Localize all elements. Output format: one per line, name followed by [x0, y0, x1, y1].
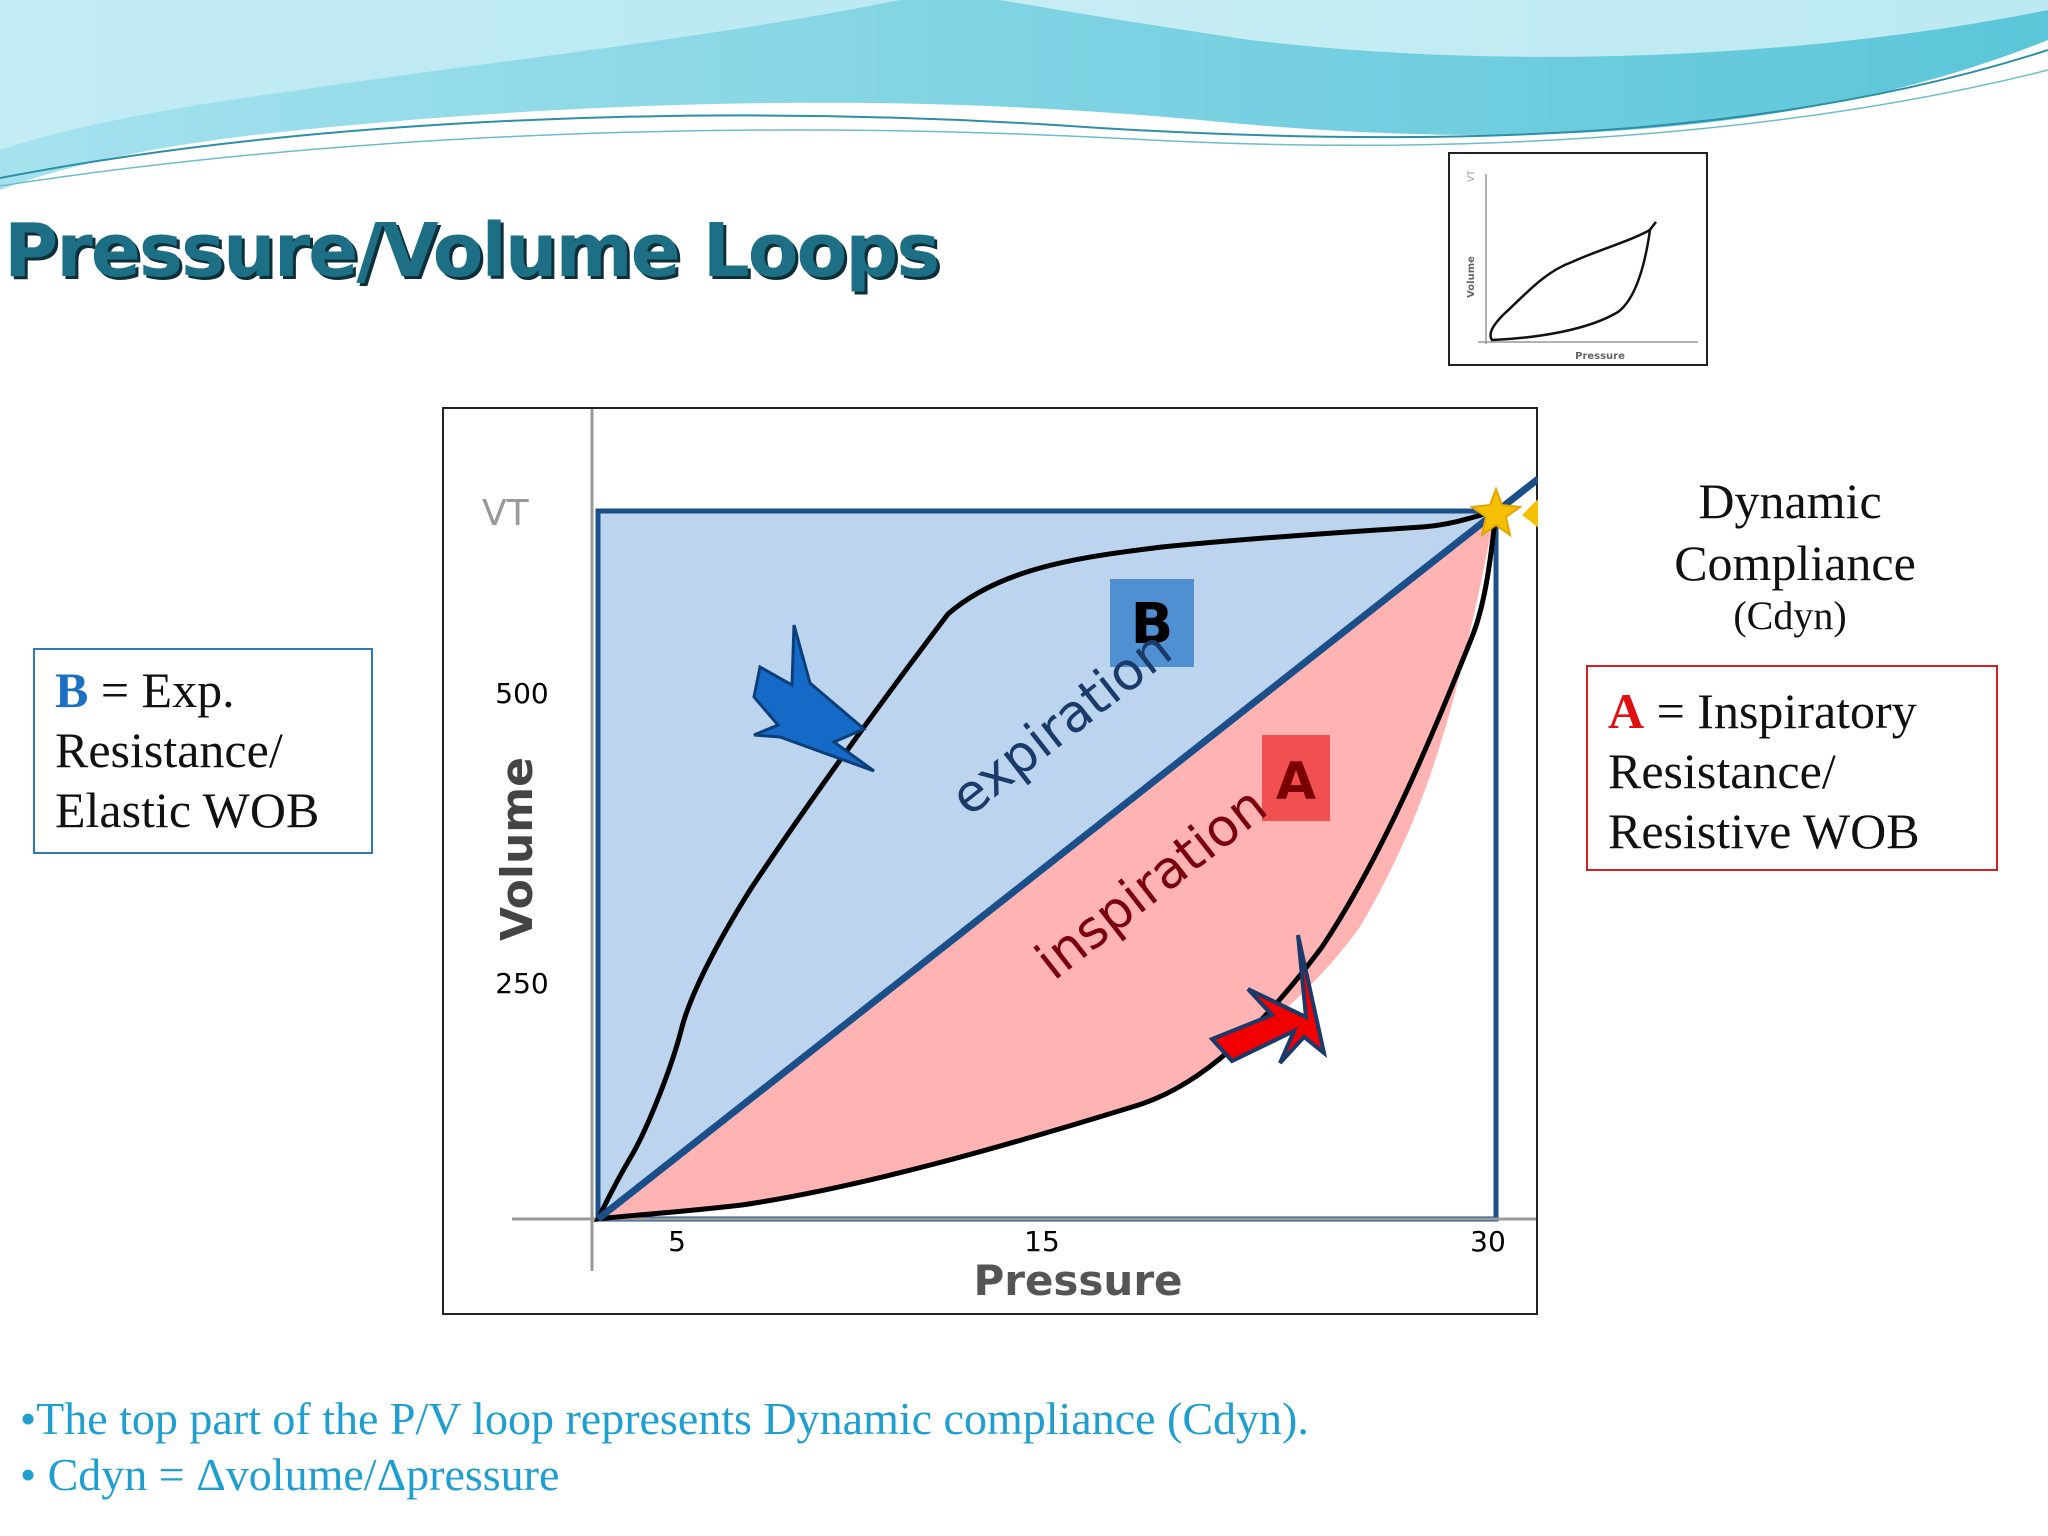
thumb-vt-label: VT	[1467, 170, 1477, 182]
bullet-cdyn-definition: •The top part of the P/V loop represents…	[20, 1393, 1309, 1444]
region-a-box	[1262, 735, 1330, 821]
legend-a-line1: = Inspiratory	[1644, 683, 1917, 739]
bullet-cdyn-formula: • Cdyn = Δvolume/Δpressure	[20, 1449, 560, 1500]
dynamic-compliance-line	[595, 476, 1538, 1222]
x-axis-label: Pressure	[973, 1256, 1182, 1305]
cdyn-label-line2: Compliance	[1674, 535, 1916, 591]
page-title: Pressure/Volume Loops	[4, 208, 940, 294]
thumb-y-axis-label: Volume	[1466, 256, 1477, 298]
pv-loop-diagram: B A expiration inspiration VT 500 250 Vo…	[442, 407, 1538, 1315]
legend-b-line3: Elastic WOB	[55, 782, 320, 838]
y-tick-250: 250	[495, 967, 548, 1000]
cdyn-label-line1: Dynamic	[1698, 473, 1882, 529]
expiration-arrow-icon	[752, 624, 875, 773]
thumb-loop-curve	[1489, 227, 1652, 342]
inspiration-arrow-icon	[1208, 934, 1328, 1065]
legend-a-line3: Resistive WOB	[1608, 803, 1920, 859]
y-axis-label: Volume	[492, 757, 543, 941]
pv-loop-thumbnail: VT Volume Pressure	[1448, 152, 1708, 366]
legend-b-line2: Resistance/	[55, 722, 283, 778]
legend-b-letter: B	[55, 662, 89, 718]
header-wave-decoration	[0, 0, 2048, 190]
region-b-label: B	[1131, 592, 1174, 657]
cdyn-label-line3: (Cdyn)	[1733, 593, 1847, 638]
legend-inspiratory-resistance: A = Inspiratory Resistance/ Resistive WO…	[1586, 665, 1998, 871]
region-a-label: A	[1276, 752, 1316, 812]
legend-expiration-resistance: B = Exp. Resistance/ Elastic WOB	[33, 648, 373, 854]
x-tick-15: 15	[1024, 1225, 1060, 1258]
compliance-pointer-arrow-icon	[1522, 499, 1538, 528]
region-b-box	[1110, 579, 1194, 667]
legend-a-letter: A	[1608, 683, 1645, 739]
y-tick-500: 500	[495, 677, 548, 710]
thumb-x-axis-label: Pressure	[1575, 351, 1625, 362]
pv-loop-curve	[593, 507, 1499, 1223]
x-tick-30: 30	[1470, 1225, 1506, 1258]
x-tick-5: 5	[668, 1225, 686, 1258]
legend-b-line1: = Exp.	[88, 662, 235, 718]
y-axis-top-label: VT	[482, 493, 530, 534]
legend-a-line2: Resistance/	[1608, 743, 1836, 799]
compliance-point-star-icon	[1469, 486, 1523, 538]
